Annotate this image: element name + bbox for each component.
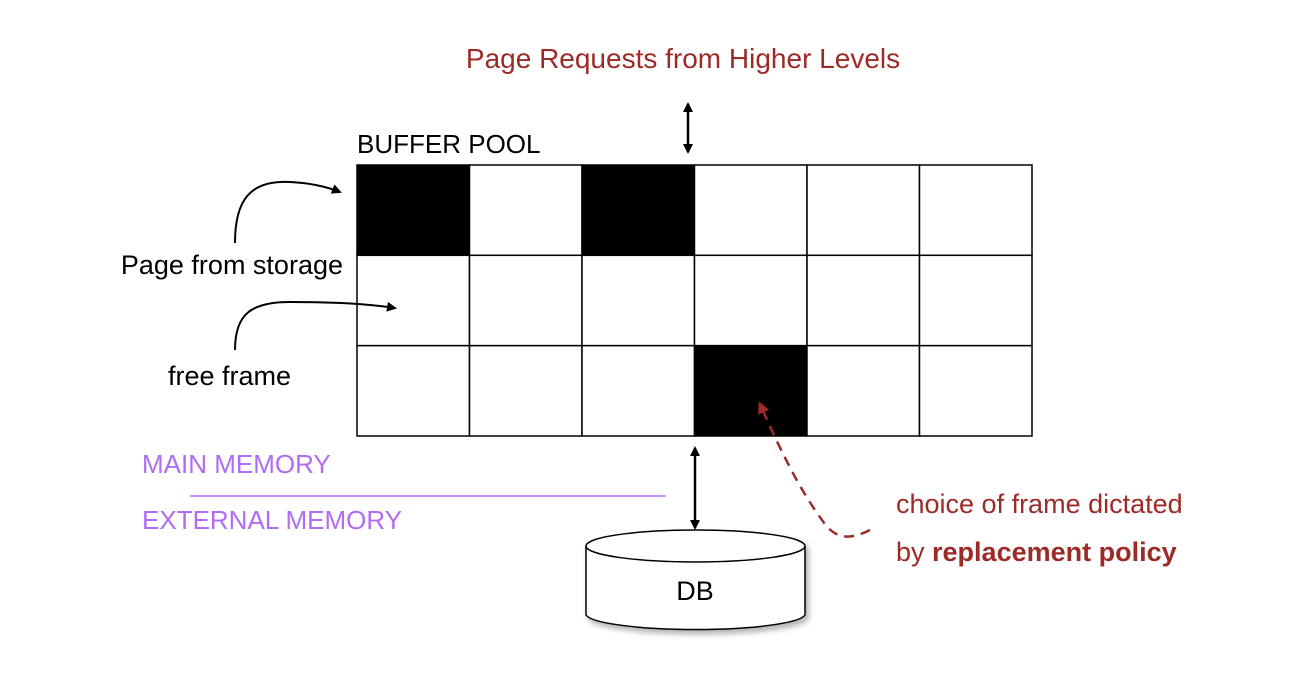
free-frame-label: free frame bbox=[168, 361, 291, 391]
db-cylinder bbox=[585, 529, 806, 631]
free-frame-cell bbox=[806, 164, 921, 257]
main-memory-label: MAIN MEMORY bbox=[142, 449, 331, 479]
free-frame-cell bbox=[806, 344, 921, 437]
free-frame-cell bbox=[693, 254, 808, 347]
free-frame-cell bbox=[918, 254, 1033, 347]
replacement-policy-arrow bbox=[758, 401, 871, 538]
page-from-storage-label: Page from storage bbox=[121, 250, 343, 280]
free-frame-cell bbox=[806, 254, 921, 347]
diagram-title: Page Requests from Higher Levels bbox=[466, 43, 900, 74]
free-frame-cell bbox=[356, 254, 471, 347]
free-frame-arrow bbox=[234, 300, 397, 351]
free-frame-cell bbox=[918, 344, 1033, 437]
free-frame-cell bbox=[581, 344, 696, 437]
policy-note-line2: by replacement policy bbox=[896, 537, 1177, 567]
free-frame-cell bbox=[468, 344, 583, 437]
page-from-storage-arrow bbox=[234, 180, 342, 244]
buffer-pool-label: BUFFER POOL bbox=[357, 129, 540, 159]
free-frame-cell bbox=[468, 164, 583, 257]
occupied-frame bbox=[581, 164, 696, 257]
db-label: DB bbox=[676, 576, 714, 606]
free-frame-cell bbox=[468, 254, 583, 347]
occupied-frame bbox=[693, 344, 808, 437]
policy-bold: replacement policy bbox=[932, 537, 1177, 567]
free-frame-cell bbox=[693, 164, 808, 257]
free-frame-cell bbox=[581, 254, 696, 347]
occupied-frame bbox=[356, 164, 471, 257]
free-frame-cell bbox=[356, 344, 471, 437]
policy-prefix: by bbox=[896, 537, 932, 567]
buffer-pool-grid bbox=[356, 164, 1033, 437]
free-frame-cell bbox=[918, 164, 1033, 257]
external-memory-label: EXTERNAL MEMORY bbox=[142, 505, 402, 535]
policy-note-line1: choice of frame dictated bbox=[896, 489, 1183, 519]
